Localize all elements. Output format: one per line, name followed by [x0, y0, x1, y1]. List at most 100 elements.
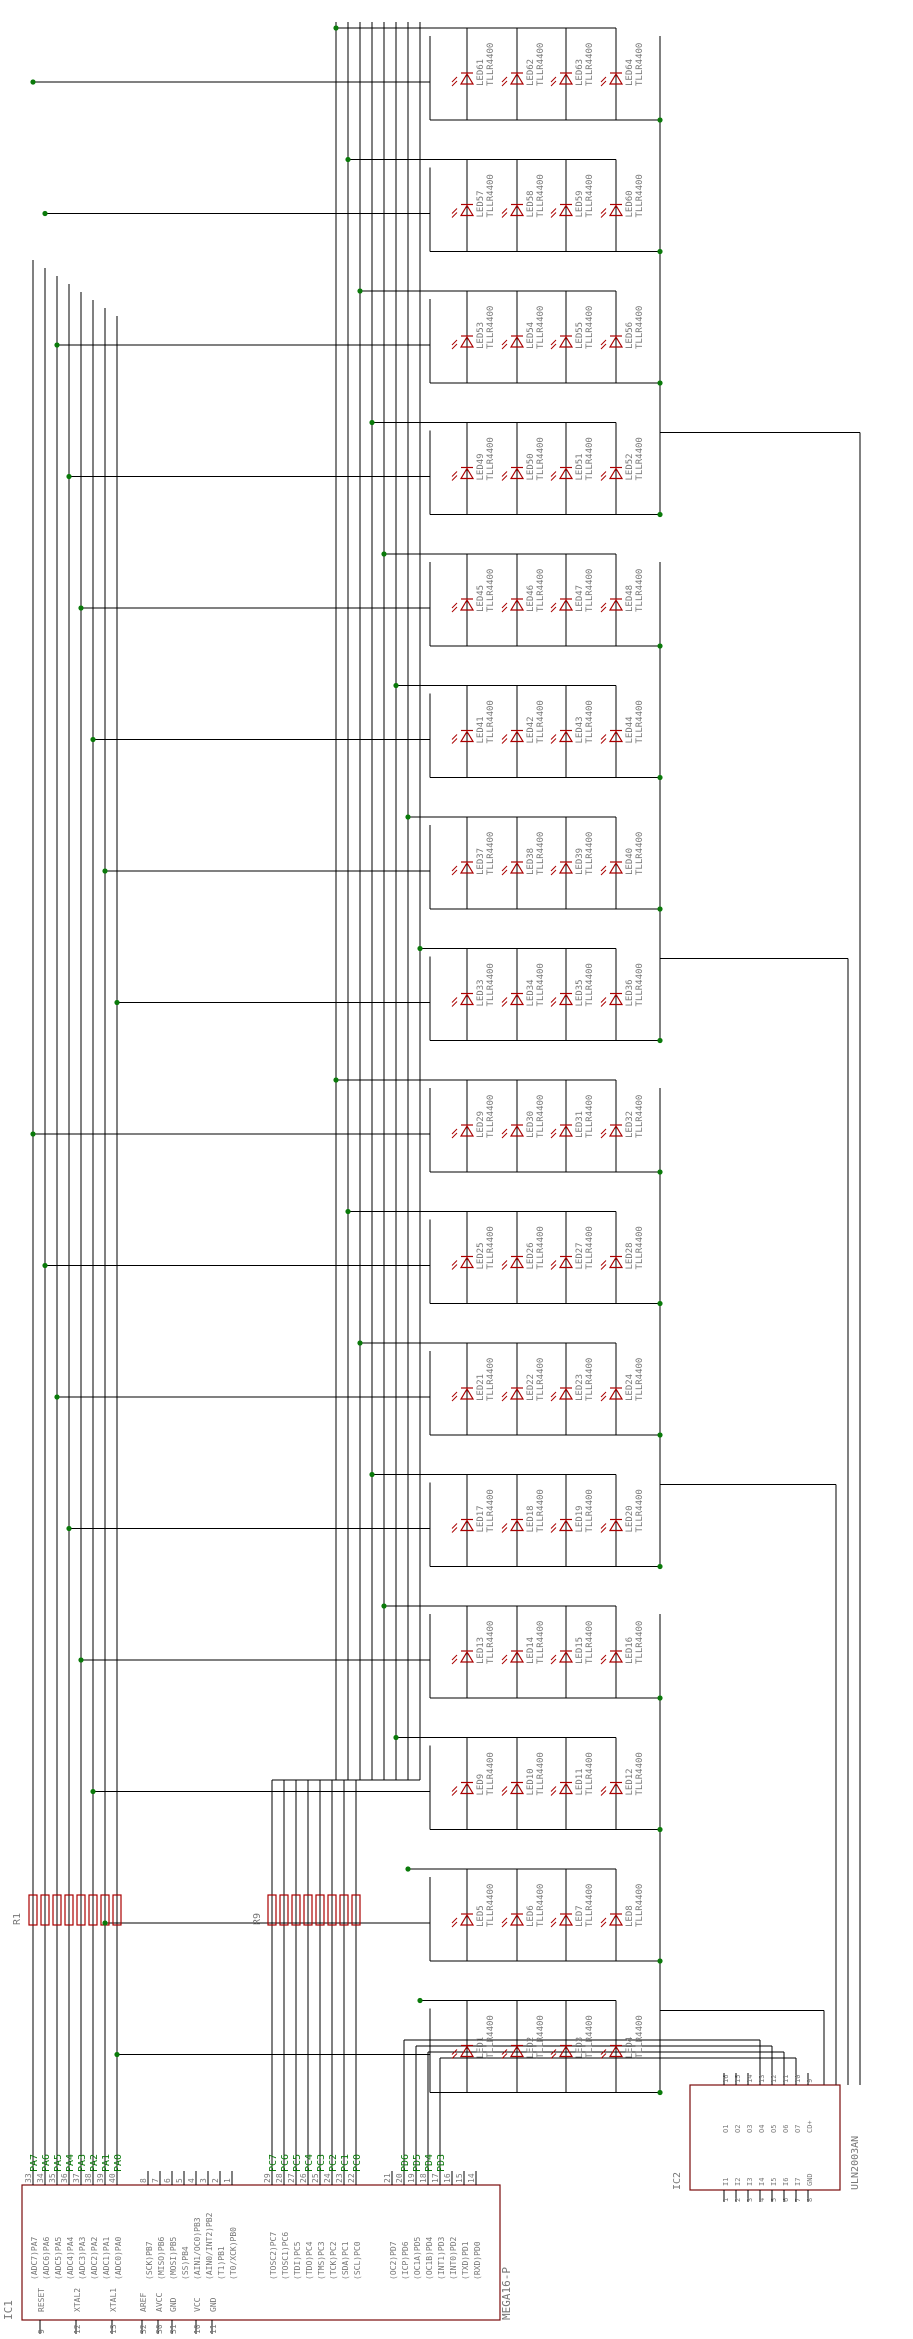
led-arrow	[451, 208, 458, 214]
led-arrow	[550, 1658, 557, 1665]
led-arrow	[550, 1395, 557, 1402]
led-ref-label: LED54	[526, 322, 536, 349]
led-arrow	[600, 2053, 607, 2059]
led-diode-symbol	[558, 598, 574, 611]
led-diode-symbol	[459, 1387, 475, 1400]
led-arrow	[600, 1395, 607, 1402]
junction-dot	[345, 1208, 351, 1215]
junction-dot	[345, 156, 351, 163]
led-diode-symbol	[509, 1650, 525, 1663]
led-arrow	[550, 1260, 557, 1266]
junction-dot	[54, 342, 60, 348]
led-part-label: TLLR4400	[585, 1095, 595, 1138]
ic1-pin-number: 9	[37, 2329, 46, 2334]
ic2-pin-name: O5	[770, 2125, 778, 2133]
net-label-pa: PA7	[29, 2154, 40, 2172]
led-part-label: TLLR4400	[486, 1226, 496, 1269]
led-part-label: TLLR4400	[536, 306, 546, 349]
led-arrow	[550, 343, 557, 350]
junction-dot	[78, 605, 84, 611]
led-diode-symbol	[558, 2045, 574, 2058]
junction-dot	[657, 380, 663, 386]
net-label-pc: PC3	[316, 2154, 327, 2172]
led-arrow	[600, 1260, 607, 1266]
led-diode-symbol	[608, 72, 624, 85]
led-part-label: TLLR4400	[486, 306, 496, 349]
led-ref-label: LED64	[625, 59, 635, 86]
ic1-pin-name: (MOSI)PB5	[169, 2236, 178, 2280]
led-diode-symbol	[459, 730, 475, 743]
ic1-pin-name: (SS)PB4	[181, 2246, 190, 2280]
junction-dot	[30, 1131, 36, 1137]
led-diode-symbol	[558, 1387, 574, 1400]
led-arrow	[451, 738, 458, 744]
ic1-pin-number: 32	[139, 2324, 148, 2334]
junction-dot	[54, 1394, 60, 1400]
ic1-pin-name: (ICP)PD6	[401, 2241, 410, 2280]
ic1-pin-number: 38	[84, 2173, 93, 2183]
led-arrow	[550, 1654, 557, 1661]
ic1-pin-number: 8	[139, 2178, 148, 2183]
ic1-pin-number: 26	[299, 2173, 308, 2183]
led-diode-symbol	[509, 204, 525, 217]
led-diode-symbol	[459, 204, 475, 217]
ic1-pin-number: 1	[223, 2178, 232, 2183]
led-part-label: TLLR4400	[635, 1226, 645, 1269]
ic1-pin-number: 25	[311, 2173, 320, 2183]
ic2-pin-name: I4	[758, 2178, 766, 2186]
led-arrow	[451, 1654, 458, 1661]
led-ref-label: LED34	[526, 979, 536, 1006]
ic2-pin-number: 1	[722, 2198, 730, 2202]
led-part-label: TLLR4400	[486, 2015, 496, 2058]
led-diode-symbol	[608, 1913, 624, 1926]
led-diode-symbol	[608, 993, 624, 1006]
led-part-label: TLLR4400	[585, 832, 595, 875]
resistor-array: R9	[252, 1894, 361, 1926]
led-part-label: TLLR4400	[585, 700, 595, 743]
led-ref-label: LED13	[476, 1637, 486, 1664]
ic1-pin-name: (INT0)PD2	[449, 2236, 458, 2280]
led-part-label: TLLR4400	[536, 963, 546, 1006]
led-part-label: TLLR4400	[635, 437, 645, 480]
led-diode-symbol	[459, 993, 475, 1006]
junction-dot	[357, 1340, 363, 1346]
led-diode-symbol	[459, 1913, 475, 1926]
led-ref-label: LED18	[526, 1505, 536, 1532]
ic1-body	[21, 2184, 501, 2321]
led-ref-label: LED59	[575, 190, 585, 217]
ic1-pin-number: 4	[187, 2178, 196, 2183]
ic2-pin-name: O4	[758, 2125, 766, 2133]
ic1-pin-number: 40	[108, 2173, 117, 2183]
ic1-pin-name: (OC1A)PD5	[413, 2236, 422, 2280]
led-ref-label: LED35	[575, 979, 585, 1006]
led-arrow	[600, 865, 607, 872]
led-part-label: TLLR4400	[585, 437, 595, 480]
led-arrow	[600, 997, 607, 1003]
ic1-pin-name: (INT1)PD3	[437, 2236, 446, 2280]
ic2-body	[689, 2084, 841, 2191]
led-diode-symbol	[558, 72, 574, 85]
led-ref-label: LED58	[526, 190, 536, 217]
led-arrow	[451, 1523, 458, 1529]
led-diode-symbol	[558, 204, 574, 217]
net-label-pd: PD4	[424, 2154, 435, 2172]
resistor	[28, 1894, 38, 1926]
led-arrow	[501, 738, 508, 744]
led-arrow	[451, 606, 458, 613]
led-diode-symbol	[558, 335, 574, 348]
led-diode-symbol	[509, 598, 525, 611]
led-part-label: TLLR4400	[585, 2015, 595, 2058]
ic1-pin-number: 31	[169, 2324, 178, 2334]
led-arrow	[451, 212, 458, 218]
junction-dot	[102, 1920, 108, 1926]
